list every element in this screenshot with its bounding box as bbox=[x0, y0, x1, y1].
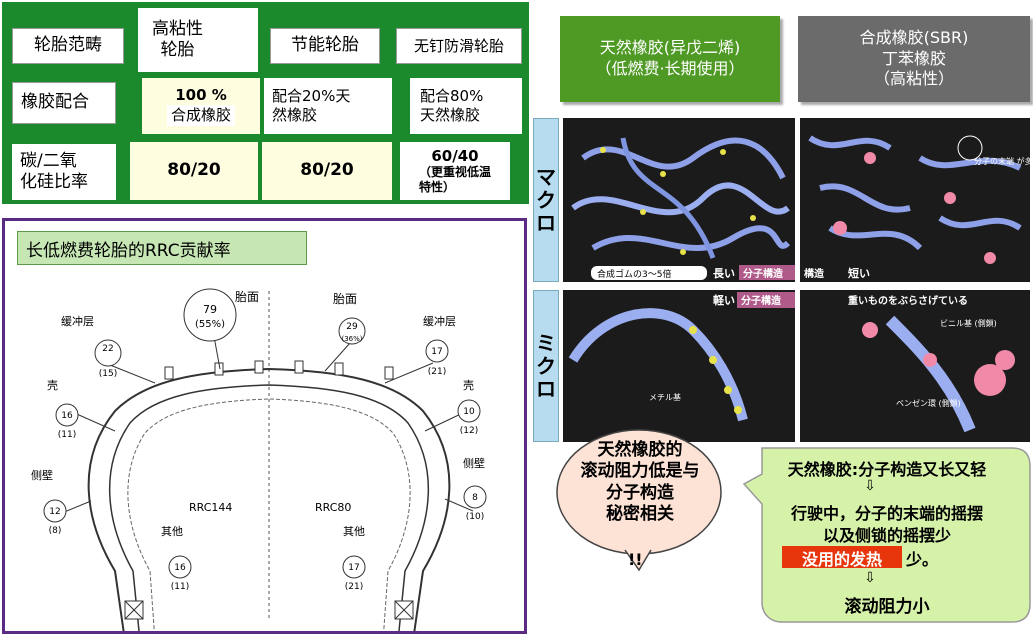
compound-value: 100 % bbox=[175, 86, 227, 105]
right-shell-badge: 10 (12) bbox=[457, 399, 481, 436]
macro-annotation: 分子の末端 が多い bbox=[974, 156, 1030, 166]
svg-text:(55%): (55%) bbox=[195, 319, 225, 330]
synthetic-rubber-name: 丁苯橡胶 bbox=[881, 48, 946, 68]
left-breaker-badge: 22 (15) bbox=[94, 339, 122, 379]
macro-caption-left: 合成ゴムの3～5倍 bbox=[597, 268, 671, 280]
tab-macro: マクロ bbox=[533, 118, 559, 282]
speech-bubble bbox=[556, 429, 722, 572]
conclusion-line5: 滚动阻力小 bbox=[844, 597, 930, 617]
table-cell-high-grip-ratio: 80/20 bbox=[130, 142, 258, 200]
label-shell-left: 壳 bbox=[47, 378, 58, 392]
micro-caption-heavy: 重いものをぶらさげている bbox=[848, 294, 968, 307]
svg-text:17: 17 bbox=[348, 563, 359, 573]
conclusion-highlight: 没用的发热 bbox=[782, 546, 902, 569]
tab-micro: ミクロ bbox=[533, 290, 559, 442]
micro-caption-structure: 分子構造 bbox=[741, 294, 782, 307]
svg-text:16: 16 bbox=[61, 411, 73, 421]
svg-text:構造: 構造 bbox=[804, 267, 825, 280]
left-tread-badge: 79 (55%) bbox=[183, 288, 237, 342]
svg-text:16: 16 bbox=[174, 563, 186, 573]
macro-caption-short: 短い bbox=[848, 266, 870, 280]
micro-caption-light: 軽い bbox=[713, 293, 735, 307]
label-other-left: 其他 bbox=[161, 525, 183, 538]
speech-bubble-exclaim: !! bbox=[628, 550, 643, 569]
right-sidewall-badge: 8 (10) bbox=[463, 485, 487, 522]
svg-text:(8): (8) bbox=[49, 526, 62, 536]
svg-text:(36%): (36%) bbox=[341, 335, 362, 343]
label-tread-left: 胎面 bbox=[235, 290, 259, 304]
svg-text:(12): (12) bbox=[460, 426, 478, 436]
right-other-badge: 17 (21) bbox=[342, 555, 366, 592]
svg-text:(11): (11) bbox=[58, 430, 76, 440]
svg-text:10: 10 bbox=[463, 407, 475, 417]
micro-benzene-label: ベンゼン環 (側鎖) bbox=[896, 398, 961, 408]
label-model-left: RRC144 bbox=[189, 501, 232, 514]
conclusion-line1: 天然橡胶:分子构造又长又轻 bbox=[787, 460, 987, 479]
macro-caption-structure: 分子構造 bbox=[743, 267, 784, 280]
table-header-high-grip: 高粘性 轮胎 bbox=[138, 8, 258, 72]
rrc-panel-title: 长低燃费轮胎的RRC贡献率 bbox=[17, 231, 307, 265]
rubber-formulation-table: 轮胎范畴 高粘性 轮胎 节能轮胎 无钉防滑轮胎 橡胶配合 100 % 合成橡胶 … bbox=[2, 2, 529, 204]
synthetic-rubber-header: 合成橡胶(SBR) 丁苯橡胶 （高粘性） bbox=[798, 16, 1030, 102]
table-header-eco-tire: 节能轮胎 bbox=[270, 28, 380, 64]
svg-text:29: 29 bbox=[346, 322, 358, 332]
natural-rubber-title: 天然橡胶(异戊二烯) bbox=[599, 38, 741, 58]
macro-caption-long: 長い bbox=[713, 267, 735, 280]
table-row-label-compound: 橡胶配合 bbox=[12, 82, 116, 124]
conclusion-note bbox=[742, 447, 1031, 623]
conclusion-line4-suffix: 少。 bbox=[906, 550, 939, 569]
left-shell-badge: 16 (11) bbox=[55, 403, 79, 440]
synthetic-rubber-title: 合成橡胶(SBR) bbox=[859, 27, 969, 47]
conclusion-arrow-1: ⇩ bbox=[864, 478, 876, 494]
table-cell-eco-compound: 配合20%天 然橡胶 bbox=[264, 78, 392, 134]
table-cell-studless-ratio: 60/40 （更重视低温 特性） bbox=[400, 142, 510, 200]
conclusion-line3: 以及侧锁的摇摆少 bbox=[822, 526, 951, 545]
label-tread-right: 胎面 bbox=[333, 292, 357, 306]
label-other-right: 其他 bbox=[343, 525, 365, 538]
label-shell-right: 壳 bbox=[463, 378, 474, 392]
tire-cross-section-diagram: 79 (55%) 22 (15) 16 (11) 12 (8) 16 (11) … bbox=[31, 288, 487, 631]
studless-ratio-value: 60/40 bbox=[431, 146, 479, 165]
natural-rubber-subtitle: （低燃费·长期使用） bbox=[595, 59, 745, 78]
left-other-badge: 16 (11) bbox=[168, 555, 192, 592]
label-sidewall-right: 侧壁 bbox=[463, 456, 485, 470]
svg-text:(21): (21) bbox=[428, 367, 446, 377]
svg-text:8: 8 bbox=[472, 493, 478, 503]
label-sidewall-left: 侧壁 bbox=[31, 468, 53, 482]
micro-methyl-label: メチル基 bbox=[649, 392, 681, 402]
rrc-contribution-panel: 长低燃费轮胎的RRC贡献率 79 (55%) bbox=[2, 218, 527, 634]
synthetic-rubber-micro-image: 重いものをぶらさげている ビニル基 (側鎖) ベンゼン環 (側鎖) bbox=[800, 290, 1030, 442]
left-sidewall-badge: 12 (8) bbox=[43, 499, 67, 536]
table-header-tire-category: 轮胎范畴 bbox=[12, 28, 124, 64]
table-header-studless-tire: 无钉防滑轮胎 bbox=[396, 28, 522, 64]
svg-text:(21): (21) bbox=[345, 582, 363, 592]
svg-text:22: 22 bbox=[102, 344, 113, 354]
table-cell-studless-compound: 配合80% 天然橡胶 bbox=[410, 78, 522, 134]
label-breaker-right: 缓冲层 bbox=[423, 314, 456, 328]
micro-vinyl-label: ビニル基 (側鎖) bbox=[940, 318, 997, 328]
label-breaker-left: 缓冲层 bbox=[61, 314, 94, 328]
natural-rubber-macro-image: 合成ゴムの3～5倍 長い 分子構造 bbox=[563, 118, 795, 282]
svg-text:79: 79 bbox=[203, 303, 217, 316]
speech-bubble-text: 天然橡胶的 滚动阻力低是与 分子构造 秘密相关 bbox=[580, 440, 700, 524]
svg-text:17: 17 bbox=[431, 347, 442, 357]
label-model-right: RRC80 bbox=[315, 501, 351, 514]
table-row-label-carbon-silica: 碳/二氧 化硅比率 bbox=[12, 144, 116, 200]
table-cell-eco-ratio: 80/20 bbox=[262, 142, 392, 200]
synthetic-rubber-subtitle: （高粘性） bbox=[873, 69, 954, 89]
right-breaker-badge: 17 (21) bbox=[425, 339, 449, 377]
svg-text:(11): (11) bbox=[171, 582, 189, 592]
natural-rubber-header: 天然橡胶(异戊二烯) （低燃费·长期使用） bbox=[560, 16, 780, 102]
table-cell-high-grip-compound: 100 % 合成橡胶 bbox=[142, 78, 260, 134]
conclusion-arrow-2: ⇩ bbox=[864, 570, 876, 586]
right-tread-badge: 29 (36%) bbox=[338, 317, 366, 345]
natural-rubber-micro-image: 軽い 分子構造 メチル基 bbox=[563, 290, 795, 442]
svg-text:(10): (10) bbox=[466, 512, 484, 522]
svg-text:12: 12 bbox=[49, 507, 60, 517]
svg-text:(15): (15) bbox=[99, 369, 117, 379]
synthetic-rubber-macro-image: 分子の末端 が多い 構造 短い bbox=[800, 118, 1030, 282]
conclusion-line2: 行驶中，分子的末端的摇摆 bbox=[790, 504, 983, 523]
studless-ratio-note: （更重视低温 特性） bbox=[418, 165, 491, 195]
compound-sub: 合成橡胶 bbox=[166, 105, 235, 126]
